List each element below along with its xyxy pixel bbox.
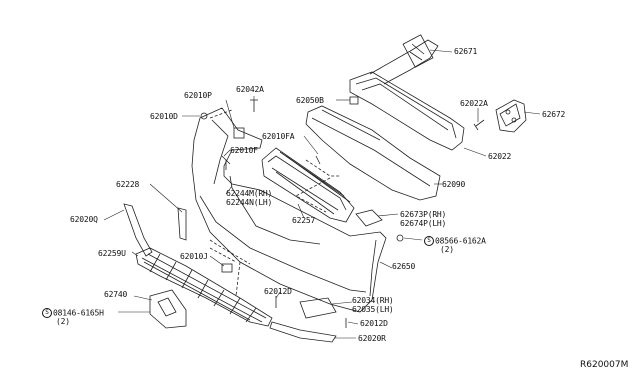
assembly-guide-lines [209, 109, 340, 297]
label-62257: 62257 [292, 216, 316, 225]
label-62010d: 62010D [150, 112, 178, 121]
label-62035: 62035(LH) [352, 305, 394, 314]
label-62012d-upper: 62012D [264, 287, 292, 296]
clip-62010j [221, 263, 233, 273]
label-62650: 62650 [392, 262, 416, 271]
label-62012d-lower: 62012D [360, 319, 388, 328]
label-62020r: 62020R [358, 334, 386, 343]
label-62010fa: 62010FA [262, 132, 295, 141]
label-62034: 62034(RH) [352, 296, 394, 305]
fasteners [200, 99, 404, 328]
beam-end-bracket [495, 99, 527, 133]
bumper-reinforcement-beam [349, 34, 465, 151]
front-bumper-fascia [191, 107, 387, 313]
label-62673p: 62673P(RH) [400, 210, 447, 219]
label-62671: 62671 [454, 47, 478, 56]
clip [349, 96, 359, 105]
reference-code: R620007M [580, 360, 629, 370]
lower-grille [261, 147, 355, 223]
tow-hook-cover [299, 297, 337, 319]
energy-absorber [305, 105, 441, 201]
label-62010j: 62010J [180, 252, 208, 261]
side-molding [123, 203, 153, 257]
label-62042a: 62042A [236, 85, 264, 94]
label-62010f: 62010F [230, 146, 258, 155]
bolt [473, 119, 485, 131]
qty-08146: (2) [56, 317, 70, 326]
side-bracket-rh [355, 209, 383, 227]
label-62674p: 62674P(LH) [400, 219, 447, 228]
lower-strip [269, 321, 337, 343]
qty-08566: (2) [440, 245, 454, 254]
leader-lines [103, 49, 541, 339]
license-bracket [149, 289, 187, 329]
label-62228: 62228 [116, 180, 140, 189]
screw-symbol-icon: S [424, 236, 434, 246]
label-62259u: 62259U [98, 249, 126, 258]
label-62020q: 62020Q [70, 215, 98, 224]
label-62244n: 62244N(LH) [226, 198, 273, 207]
label-62022: 62022 [488, 152, 512, 161]
label-62022a: 62022A [460, 99, 488, 108]
lower-mesh-grille [135, 247, 273, 327]
label-62090: 62090 [442, 180, 466, 189]
label-62244m: 62244M(RH) [226, 189, 273, 198]
label-62010p: 62010P [184, 91, 212, 100]
label-62740: 62740 [104, 290, 128, 299]
screw-symbol-icon: S [42, 308, 52, 318]
label-62050b: 62050B [296, 96, 324, 105]
side-bracket [177, 207, 187, 241]
label-62672: 62672 [542, 110, 566, 119]
